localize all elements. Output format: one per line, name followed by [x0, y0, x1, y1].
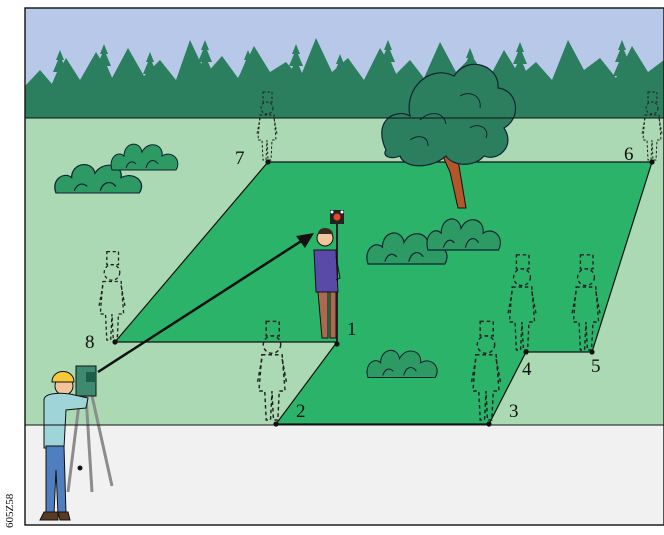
point-label-5: 5	[591, 356, 601, 377]
point-label-8: 8	[85, 332, 95, 353]
point-label-1: 1	[347, 319, 357, 340]
figure-code: 605Z58	[4, 493, 16, 528]
illustration-frame	[25, 8, 664, 525]
point-label-3: 3	[509, 401, 519, 422]
paved-area	[25, 425, 664, 525]
point-label-2: 2	[296, 401, 306, 422]
point-label-6: 6	[624, 144, 634, 165]
point-label-4: 4	[522, 359, 532, 380]
point-label-7: 7	[235, 148, 245, 169]
